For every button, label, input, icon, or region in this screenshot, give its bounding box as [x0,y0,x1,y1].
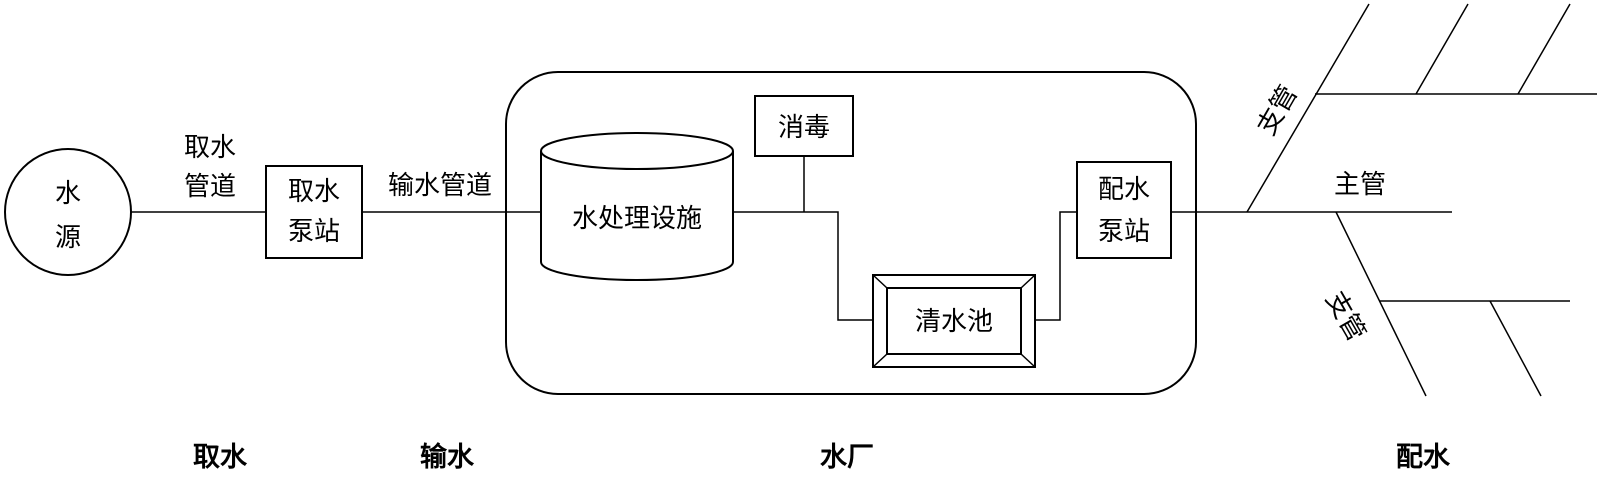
water-source-node: 水 源 [4,148,132,276]
distribution-pump-station-label-line1: 配水 [1098,175,1150,205]
treatment-facility-label: 水处理设施 [572,204,702,234]
distribution-pump-station-label-line2: 泵站 [1098,217,1150,247]
treatment-facility-node: 水处理设施 [540,132,734,281]
water-source-label-line1: 水 [55,179,81,209]
intake-pipe-label-line2: 管道 [184,172,236,202]
intake-pump-station-label-line2: 泵站 [288,217,340,247]
clear-water-tank-label: 清水池 [915,307,993,337]
branch-pipe-lower-label: 支管 [1319,286,1371,346]
branch-pipe-upper-line [1246,3,1370,213]
main-pipe-label: 主管 [1334,170,1386,200]
distribution-network [1171,3,1597,397]
water-source-label-line2: 源 [55,223,81,253]
intake-pump-station-node: 取水 泵站 [265,165,363,259]
intake-pipe-label-line1: 取水 [184,133,236,163]
clear-water-tank-node: 清水池 [872,274,1036,368]
stage-distribution-label: 配水 [1396,442,1451,473]
branch-pipe-lower-line [1335,211,1427,397]
stage-transmission-label: 输水 [420,441,475,473]
distribution-pump-station-node: 配水 泵站 [1076,161,1172,259]
plant-internal-pipes [733,156,1077,321]
stage-water-plant-label: 水厂 [820,442,874,473]
intake-pump-station-label-line1: 取水 [288,177,340,207]
disinfection-node: 消毒 [754,95,854,157]
stage-intake-label: 取水 [193,442,248,473]
branch-pipe-upper-label: 支管 [1252,80,1304,140]
water-plant-boundary [505,71,1197,395]
transmission-pipe-label: 输水管道 [388,171,492,201]
disinfection-label: 消毒 [778,113,830,143]
